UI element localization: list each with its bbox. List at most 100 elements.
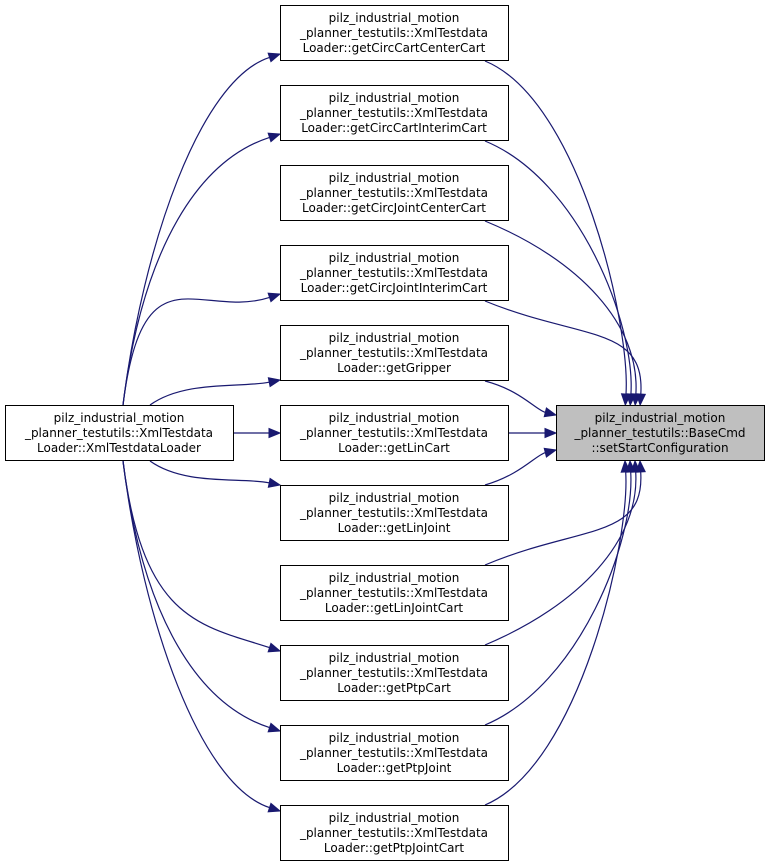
node-label-line: _planner_testutils::XmlTestdata [24,426,213,440]
node-box [280,725,509,781]
arrowhead-loader-to-getCircJointInterimCart [267,292,282,303]
edge-getPtpJointCart-to-setstart [484,471,627,806]
arrowhead-loader-to-getPtpJoint [267,722,282,733]
edge-getCircCartCenterCart-to-setstart [484,60,627,395]
node-label-line: _planner_testutils::BaseCmd [573,426,745,440]
node-label-line: _planner_testutils::XmlTestdata [299,746,488,760]
node-label-line: pilz_industrial_motion [329,651,460,665]
arrowhead-getPtpJointCart-to-setstart [620,459,631,473]
node-label-line: pilz_industrial_motion [329,731,460,745]
node-getLinCart[interactable]: pilz_industrial_motion_planner_testutils… [280,405,509,461]
node-label-line: _planner_testutils::XmlTestdata [299,106,488,120]
arrowhead-loader-to-getLinJoint [267,477,282,488]
node-label-line: Loader::getLinCart [338,441,450,455]
edge-getGripper-to-setstart [484,380,546,413]
node-label-line: Loader::getCircJointInterimCart [301,281,488,295]
edge-loader-to-getLinJoint [149,460,270,484]
node-box [280,245,509,301]
edge-getCircJointInterimCart-to-setstart [484,300,642,395]
node-getCircJointCenterCart[interactable]: pilz_industrial_motion_planner_testutils… [280,165,509,221]
node-box [280,5,509,61]
node-label-line: pilz_industrial_motion [54,411,185,425]
arrowhead-loader-to-getPtpJointCart [267,802,282,813]
node-label-line: _planner_testutils::XmlTestdata [299,666,488,680]
node-label-line: Loader::getPtpJointCart [324,841,464,855]
node-getGripper[interactable]: pilz_industrial_motion_planner_testutils… [280,325,509,381]
node-label-line: pilz_industrial_motion [329,491,460,505]
node-label-line: Loader::getCircCartInterimCart [301,121,487,135]
node-label-line: Loader::getGripper [337,361,451,375]
node-label-line: pilz_industrial_motion [329,251,460,265]
node-getCircJointInterimCart[interactable]: pilz_industrial_motion_planner_testutils… [280,245,509,301]
node-getPtpCart[interactable]: pilz_industrial_motion_planner_testutils… [280,645,509,701]
edge-loader-to-getCircJointInterimCart [122,296,270,406]
node-label-line: Loader::getPtpJoint [337,761,452,775]
arrowhead-loader-to-getLinCart [268,427,282,439]
node-label-line: Loader::getLinJointCart [325,601,464,615]
node-label-line: _planner_testutils::XmlTestdata [299,826,488,840]
node-getLinJoint[interactable]: pilz_industrial_motion_planner_testutils… [280,485,509,541]
edge-loader-to-getPtpCart [122,460,270,649]
edge-loader-to-getPtpJoint [122,460,270,729]
node-label-line: pilz_industrial_motion [329,811,460,825]
node-label-line: pilz_industrial_motion [329,331,460,345]
node-getCircCartCenterCart[interactable]: pilz_industrial_motion_planner_testutils… [280,5,509,61]
edge-getPtpCart-to-setstart [484,471,637,646]
arrowhead-loader-to-getGripper [267,377,282,388]
node-label-line: ::setStartConfiguration [591,441,728,455]
node-label-line: pilz_industrial_motion [329,91,460,105]
node-label-line: Loader::getLinJoint [338,521,451,535]
node-label-line: Loader::getPtpCart [337,681,451,695]
node-box [280,485,509,541]
node-label-line: _planner_testutils::XmlTestdata [299,346,488,360]
node-box [280,645,509,701]
edges-layer [122,52,647,813]
node-label-line: _planner_testutils::XmlTestdata [299,426,488,440]
edge-getLinJointCart-to-setstart [484,471,642,566]
node-label-line: _planner_testutils::XmlTestdata [299,26,488,40]
edge-getLinJoint-to-setstart [484,452,546,486]
edge-getPtpJoint-to-setstart [484,471,632,726]
node-label-line: Loader::getCircCartCenterCart [303,41,486,55]
node-loader[interactable]: pilz_industrial_motion_planner_testutils… [5,405,234,461]
node-label-line: Loader::XmlTestdataLoader [37,441,201,455]
node-box [556,405,765,461]
arrowhead-getLinCart-to-setstart [544,427,558,439]
arrowhead-getGripper-to-setstart [543,407,558,418]
arrowhead-loader-to-getCircCartCenterCart [267,52,282,63]
node-getCircCartInterimCart[interactable]: pilz_industrial_motion_planner_testutils… [280,85,509,141]
arrowhead-loader-to-getPtpCart [267,642,282,653]
edge-loader-to-getCircCartInterimCart [122,136,270,406]
node-box [280,325,509,381]
arrowhead-loader-to-getCircCartInterimCart [267,132,282,143]
node-label-line: pilz_industrial_motion [329,411,460,425]
node-box [280,565,509,621]
node-label-line: pilz_industrial_motion [329,171,460,185]
node-box [280,405,509,461]
edge-getCircJointCenterCart-to-setstart [484,220,637,395]
node-label-line: _planner_testutils::XmlTestdata [299,586,488,600]
nodes-layer: pilz_industrial_motion_planner_testutils… [5,5,765,861]
edge-loader-to-getPtpJointCart [122,460,270,809]
edge-loader-to-getGripper [149,381,270,406]
node-box [280,805,509,861]
arrowhead-getLinJoint-to-setstart [543,447,558,458]
node-getLinJointCart[interactable]: pilz_industrial_motion_planner_testutils… [280,565,509,621]
arrowhead-getCircJointInterimCart-to-setstart [635,393,647,407]
node-box [280,165,509,221]
node-label-line: pilz_industrial_motion [329,11,460,25]
edge-loader-to-getCircCartCenterCart [122,56,270,406]
node-setstart[interactable]: pilz_industrial_motion_planner_testutils… [556,405,765,461]
node-label-line: Loader::getCircJointCenterCart [302,201,486,215]
node-label-line: _planner_testutils::XmlTestdata [299,266,488,280]
edge-getCircCartInterimCart-to-setstart [484,140,632,395]
node-label-line: pilz_industrial_motion [595,411,726,425]
node-label-line: pilz_industrial_motion [329,571,460,585]
node-box [280,85,509,141]
node-getPtpJointCart[interactable]: pilz_industrial_motion_planner_testutils… [280,805,509,861]
node-label-line: _planner_testutils::XmlTestdata [299,186,488,200]
node-getPtpJoint[interactable]: pilz_industrial_motion_planner_testutils… [280,725,509,781]
node-label-line: _planner_testutils::XmlTestdata [299,506,488,520]
node-box [5,405,234,461]
